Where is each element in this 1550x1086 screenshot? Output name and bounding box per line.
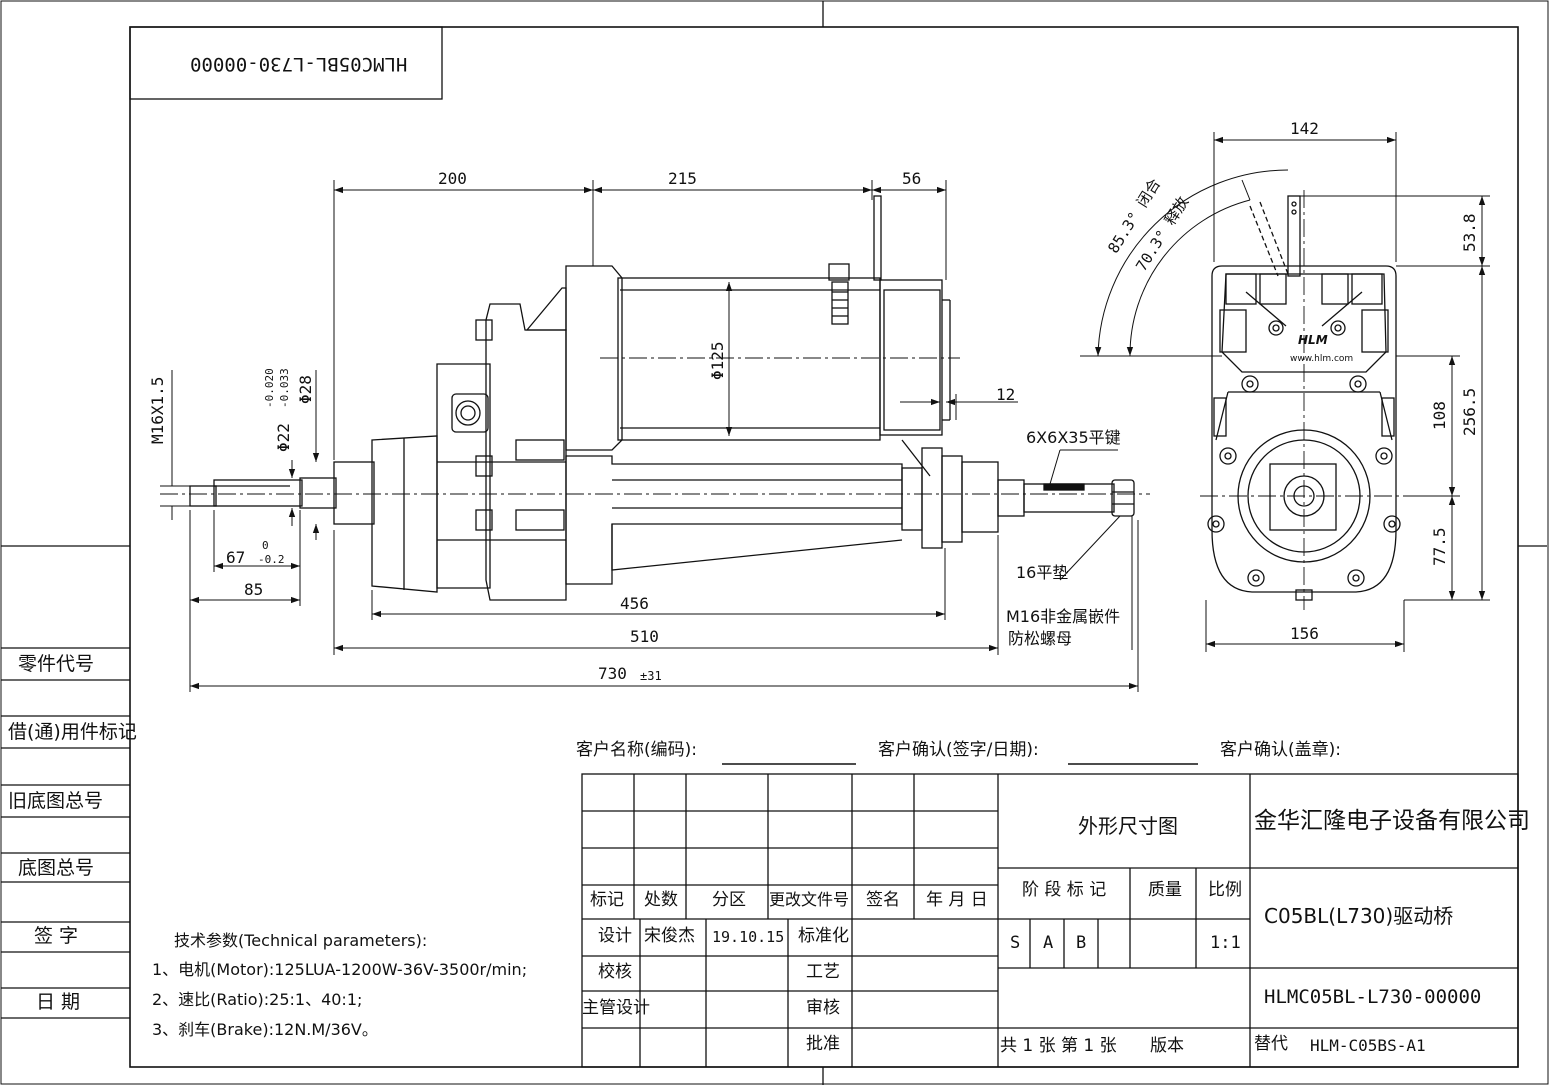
- tb-header-zone: 分区: [712, 890, 746, 910]
- dim-156: 156: [1290, 624, 1319, 643]
- front-view-dimensions: [160, 180, 1139, 692]
- dim-510: 510: [630, 627, 659, 646]
- tb-design-date: 19.10.15: [712, 928, 785, 946]
- dim-thread: M16X1.5: [148, 376, 167, 444]
- tb-header-date: 年 月 日: [926, 890, 988, 910]
- tech-motor: 1、电机(Motor):125LUA-1200W-36V-3500r/min;: [152, 960, 528, 979]
- dim-67-tol-upper: 0: [262, 539, 269, 552]
- dim-215: 215: [668, 169, 697, 188]
- tb-stage-b: B: [1076, 933, 1087, 953]
- tb-header-doc: 更改文件号: [769, 890, 850, 909]
- tb-design-label: 设计: [598, 926, 632, 946]
- dim-dia-125: Φ125: [708, 341, 727, 380]
- callout-key: 6X6X35平键: [1026, 428, 1121, 447]
- dim-77-5: 77.5: [1430, 527, 1449, 566]
- dim-85: 85: [244, 580, 264, 599]
- dim-dia-22-tol-upper: -0.020: [263, 368, 276, 408]
- tech-title: 技术参数(Technical parameters):: [174, 931, 428, 950]
- customer-stamp-label: 客户确认(盖章):: [1220, 740, 1341, 760]
- tb-version: 版本: [1150, 1036, 1184, 1056]
- tb-process: 工艺: [806, 962, 840, 982]
- tb-scale-label: 比例: [1208, 880, 1242, 900]
- tb-header-mark: 标记: [590, 890, 624, 910]
- side-label-base-no: 底图总号: [18, 857, 95, 879]
- dim-200: 200: [438, 169, 467, 188]
- tb-header-sign: 签名: [866, 890, 900, 910]
- tb-mass-label: 质量: [1148, 880, 1182, 900]
- callout-nut-line-1: M16非金属嵌件: [1006, 607, 1121, 626]
- tb-standard: 标准化: [798, 926, 849, 946]
- front-view-drive-axle: [189, 195, 1135, 601]
- dim-142: 142: [1290, 119, 1319, 138]
- dim-dia-22-tol-lower: -0.033: [278, 368, 291, 408]
- tb-stage-s: S: [1010, 933, 1021, 953]
- dim-256-5: 256.5: [1460, 387, 1479, 436]
- dim-67: 67: [226, 548, 246, 567]
- dim-108: 108: [1430, 401, 1449, 430]
- tech-ratio: 2、速比(Ratio):25:1、40:1;: [152, 990, 363, 1009]
- dim-456: 456: [620, 594, 649, 613]
- brand-plate: HLM: [1298, 333, 1328, 347]
- tb-stage-a: A: [1043, 933, 1054, 953]
- side-label-table: [1, 647, 130, 1019]
- tb-sheets: 共 1 张 第 1 张: [1000, 1036, 1117, 1056]
- tech-brake: 3、刹车(Brake):12N.M/36V。: [152, 1020, 378, 1039]
- side-label-part-code: 零件代号: [18, 653, 95, 675]
- side-view-dimensions: [1080, 132, 1490, 652]
- callout-nut-line-2: 防松螺母: [1008, 629, 1073, 648]
- dim-12: 12: [996, 385, 1016, 404]
- dim-730-tolerance: ±31: [640, 669, 662, 683]
- side-label-signature: 签 字: [34, 925, 79, 947]
- dim-56: 56: [902, 169, 922, 188]
- tb-drawing-title: 外形尺寸图: [1078, 814, 1178, 838]
- side-label-date: 日 期: [36, 991, 81, 1013]
- front-view-centerlines: [160, 357, 1150, 495]
- dim-53-8: 53.8: [1460, 213, 1479, 252]
- tb-review: 审核: [806, 998, 840, 1018]
- title-block-grid: [581, 773, 1519, 1068]
- dim-67-tol-lower: -0.2: [258, 553, 285, 566]
- tb-scale-value: 1:1: [1210, 933, 1241, 953]
- tb-company: 金华汇隆电子设备有限公司: [1254, 808, 1530, 834]
- tb-approve: 批准: [806, 1034, 840, 1054]
- mirrored-part-number: HLMC05BL-L730-00000: [190, 53, 408, 75]
- tb-drawing-number: HLMC05BL-L730-00000: [1264, 986, 1482, 1008]
- tb-stage-label: 阶 段 标 记: [1022, 880, 1107, 900]
- side-view-centerlines: [1200, 190, 1410, 610]
- dim-730: 730: [598, 664, 627, 683]
- tb-header-count: 处数: [644, 890, 678, 910]
- tb-chief: 主管设计: [582, 998, 650, 1018]
- tb-replace-number: HLM-C05BS-A1: [1310, 1036, 1426, 1055]
- tb-product-name: C05BL(L730)驱动桥: [1264, 904, 1454, 928]
- customer-sign-label: 客户确认(签字/日期):: [878, 740, 1039, 760]
- tb-designer: 宋俊杰: [644, 926, 695, 946]
- tb-replace-label: 替代: [1254, 1034, 1288, 1054]
- customer-name-label: 客户名称(编码):: [576, 740, 697, 760]
- dim-dia-22: Φ22: [274, 423, 293, 452]
- brand-url: www.hlm.com: [1290, 354, 1354, 364]
- callout-washer: 16平垫: [1016, 563, 1069, 582]
- tb-check: 校核: [598, 962, 632, 982]
- side-label-borrowed: 借(通)用件标记: [8, 721, 137, 743]
- dim-dia-28: Φ28: [296, 375, 315, 404]
- side-label-old-base-no: 旧底图总号: [8, 790, 104, 812]
